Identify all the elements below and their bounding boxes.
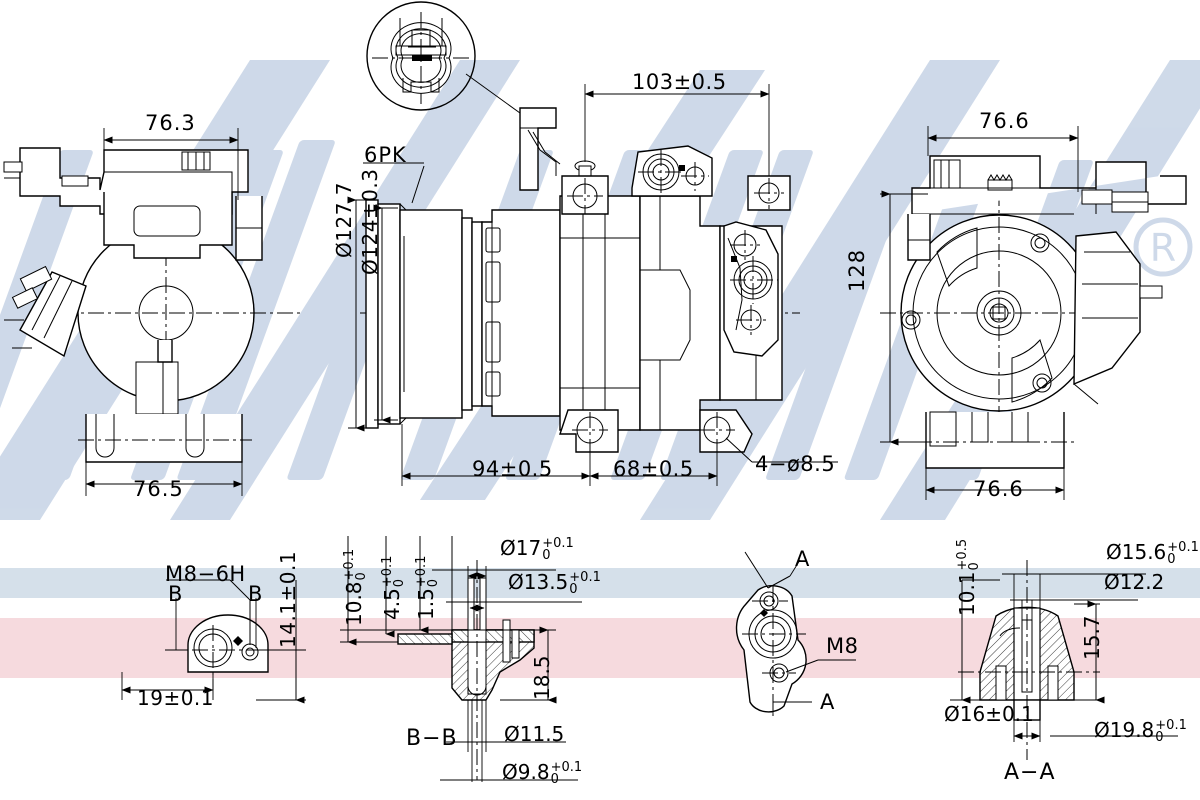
view-side-compressor: [347, 84, 838, 486]
section-b-b-view: [340, 536, 582, 782]
dim-d9-8-base: Ø9.8: [502, 760, 550, 784]
dim-76-5: 76.5: [133, 477, 184, 501]
dim-d17-lower: 0: [542, 547, 551, 563]
dim-diameter-16: Ø16±0.1: [944, 702, 1034, 726]
dim-4-5-lower: 0: [391, 578, 407, 588]
dim-diameter-124: Ø124±0.3: [358, 168, 382, 275]
dim-diameter-127-7: Ø127.7: [332, 182, 356, 258]
detail-connector-balloon: [366, 1, 521, 114]
section-mark-b-left: B: [168, 582, 183, 606]
dim-68: 68±0.5: [613, 457, 694, 481]
dim-d19-8-lower: 0: [1155, 729, 1164, 745]
dim-diameter-13-5: Ø13.5 +0.1 0: [508, 570, 601, 597]
section-mark-b-right: B: [248, 582, 263, 606]
label-thread-m8-6h: M8−6H: [165, 562, 246, 586]
section-a-a-view: [950, 560, 1178, 760]
label-6pk: 6PK: [364, 143, 407, 167]
dim-10-1: 10.1 +0.5 0: [955, 539, 982, 616]
dim-d9-8-lower: 0: [550, 771, 559, 787]
dim-18-5: 18.5: [530, 655, 554, 700]
dim-d19-8-base: Ø19.8: [1094, 718, 1155, 742]
dim-diameter-12-2: Ø12.2: [1104, 570, 1165, 594]
dim-d15-6-upper: +0.1: [1167, 540, 1199, 556]
view-rear-right: [880, 126, 1187, 500]
dim-94: 94±0.5: [472, 457, 553, 481]
dim-d9-8-upper: +0.1: [550, 760, 583, 776]
svg-text:R: R: [1150, 226, 1176, 270]
dim-10-1-base: 10.1: [955, 571, 979, 616]
dim-d13-5-lower: 0: [569, 581, 578, 597]
label-thread-m8: M8: [826, 634, 859, 658]
dim-d15-6-base: Ø15.6: [1106, 540, 1167, 564]
section-title-b-b: B−B: [406, 726, 458, 751]
dim-diameter-17: Ø17 +0.1 0: [500, 536, 574, 563]
dim-d13-5-base: Ø13.5: [508, 570, 569, 594]
dim-103: 103±0.5: [632, 70, 727, 94]
dim-1-5-base: 1.5: [414, 588, 438, 620]
dim-diameter-15-6: Ø15.6 +0.1 0: [1106, 540, 1199, 567]
dim-10-8: 10.8 +0.1 0: [342, 549, 369, 626]
dim-76-6-bottom: 76.6: [973, 477, 1024, 501]
section-mark-a-bottom: A: [820, 690, 835, 714]
dim-1-5: 1.5 +0.1 0: [414, 556, 441, 620]
dim-4-5-base: 4.5: [380, 588, 404, 620]
dim-diameter-11-5: Ø11.5: [504, 722, 565, 746]
dim-d13-5-upper: +0.1: [569, 570, 601, 586]
dim-d15-6-lower: 0: [1167, 551, 1176, 567]
section-mark-a-top: A: [795, 547, 810, 571]
view-front-left: [3, 128, 300, 496]
dim-diameter-9-8: Ø9.8 +0.1 0: [502, 760, 583, 787]
dim-76-6-top: 76.6: [979, 109, 1030, 133]
dim-10-8-lower: 0: [353, 572, 369, 581]
dim-4x-diameter-8-5: 4−ø8.5: [755, 452, 836, 476]
dim-d17-base: Ø17: [500, 536, 542, 560]
detail-a-plan-view: [735, 551, 856, 716]
dim-diameter-19-8: Ø19.8 +0.1 0: [1094, 718, 1187, 745]
dim-76-3: 76.3: [145, 111, 196, 135]
background-band-blue: [0, 568, 1200, 598]
dim-4-5: 4.5 +0.1 0: [380, 556, 407, 620]
dim-14-1: 14.1±0.1: [276, 550, 300, 648]
dim-128: 128: [845, 248, 869, 292]
dim-10-8-base: 10.8: [342, 581, 366, 626]
dim-1-5-lower: 0: [425, 578, 441, 588]
dim-19: 19±0.1: [137, 686, 215, 710]
dim-10-1-lower: 0: [966, 562, 982, 571]
dim-15-7: 15.7: [1080, 615, 1104, 660]
dim-d17-upper: +0.1: [542, 536, 574, 552]
detail-b-plan-view: [121, 579, 306, 704]
section-title-a-a: A−A: [1004, 760, 1056, 785]
dim-d19-8-upper: +0.1: [1155, 718, 1187, 734]
